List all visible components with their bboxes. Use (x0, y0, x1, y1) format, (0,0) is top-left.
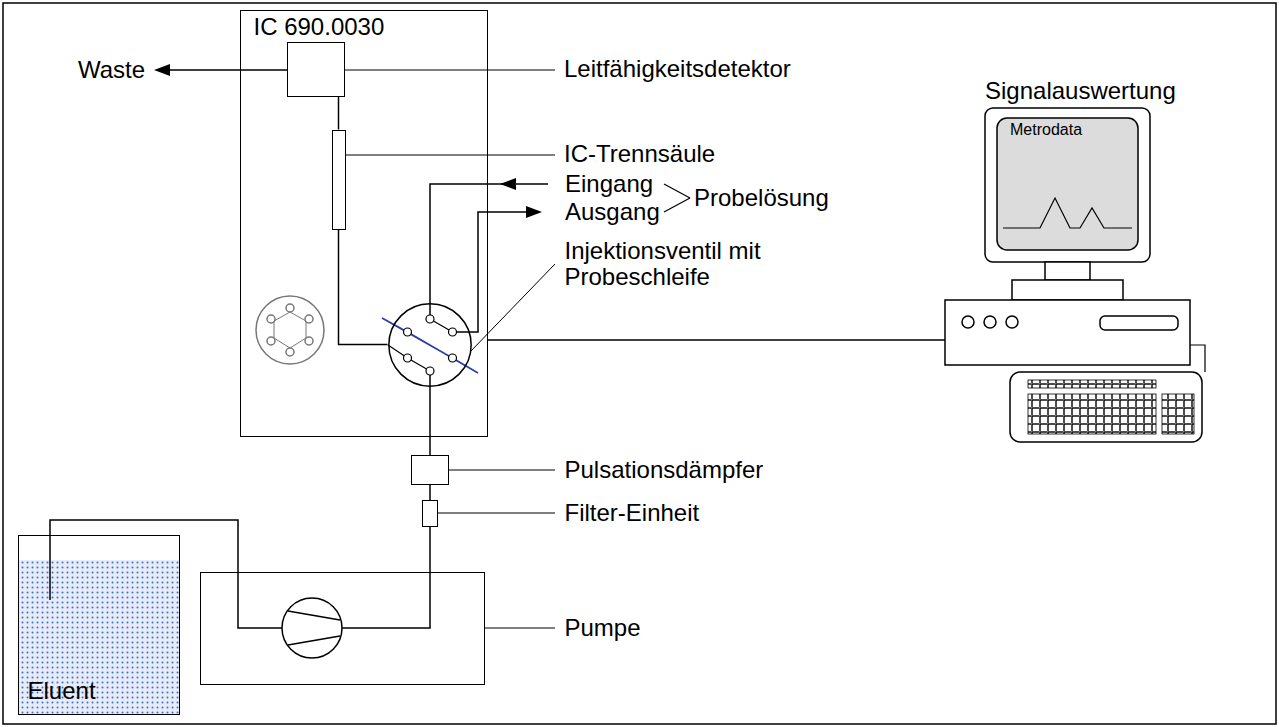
valve-outline (388, 303, 472, 387)
filter-unit: Filter-Einheit (422, 500, 438, 527)
node-label: Injektionsventil mit Probeschleife (565, 238, 805, 291)
text-anchor: Eluent (28, 678, 96, 704)
frame (3, 3, 1276, 724)
text-anchor: Metrodata (1010, 121, 1082, 139)
sample-inlet (430, 184, 548, 315)
sample-label: Probelösung (694, 185, 829, 211)
text-anchor: Filter-Einheit (565, 500, 700, 526)
node-label: Leitfähigkeitsdetektor (564, 56, 791, 82)
node-label: IC 690.0030 (254, 14, 385, 40)
tube-connector (429, 387, 431, 456)
tube-connector (488, 339, 945, 341)
arrow-head (526, 206, 542, 218)
text-anchor: Leitfähigkeitsdetektor (564, 56, 791, 82)
injection-valve: Injektionsventil mit Probeschleife (388, 303, 472, 387)
port-label: Eingang (565, 171, 653, 197)
screen-label: Metrodata (1010, 121, 1082, 139)
node-label: Signalauswertung (985, 78, 1176, 104)
text-anchor: IC-Trennsäule (564, 141, 715, 167)
pulsation-damper: Pulsationsdämpfer (411, 455, 449, 485)
eluent-liquid (19, 560, 179, 714)
pump-box: Pumpe (200, 572, 485, 685)
text-anchor: Pumpe (565, 615, 641, 641)
tube-connector (50, 520, 238, 572)
computer-illustration (945, 108, 1205, 442)
label-anchor: Waste (78, 57, 145, 83)
node-label: Pumpe (565, 615, 641, 641)
sample-loop (382, 318, 478, 373)
suction-tube (49, 535, 51, 600)
leader-lines (345, 70, 555, 628)
node-label: IC-Trennsäule (564, 141, 715, 167)
label-anchor: Eingang (565, 171, 653, 197)
node-label: Pulsationsdämpfer (565, 457, 764, 483)
arrow-head (500, 178, 516, 190)
text-anchor: Signalauswertung (985, 78, 1176, 104)
bracket (664, 198, 690, 212)
valve-ports (382, 315, 478, 387)
tube-connector (429, 485, 431, 500)
arrow-head (154, 64, 170, 76)
text-anchor: Injektionsventil mit Probeschleife (565, 238, 805, 291)
tube-connector (338, 97, 340, 130)
computer: SignalauswertungMetrodata (945, 78, 1205, 443)
sample-outlet (457, 212, 529, 332)
pump-symbol (238, 572, 430, 658)
node-label: Eluent (28, 678, 96, 704)
label-anchor: Ausgang (565, 199, 660, 225)
ic-housing: IC 690.0030LeitfähigkeitsdetektorIC-Tren… (240, 10, 488, 437)
separation-column: IC-Trennsäule (332, 130, 346, 230)
tube-connector (429, 527, 431, 572)
tube-connector (339, 230, 388, 345)
detector-box: Leitfähigkeitsdetektor (287, 42, 345, 97)
bracket (664, 184, 690, 198)
waste-line (164, 69, 287, 71)
port-label: Ausgang (565, 199, 660, 225)
spare-valve (256, 296, 324, 364)
eluent-container: Eluent (18, 535, 180, 715)
node-label: Filter-Einheit (565, 500, 700, 526)
text-anchor: IC 690.0030 (254, 14, 385, 40)
outlet-label: Waste (78, 57, 145, 83)
text-anchor: Pulsationsdämpfer (565, 457, 764, 483)
valve-circle (388, 303, 470, 385)
label-anchor: Probelösung (694, 185, 829, 211)
